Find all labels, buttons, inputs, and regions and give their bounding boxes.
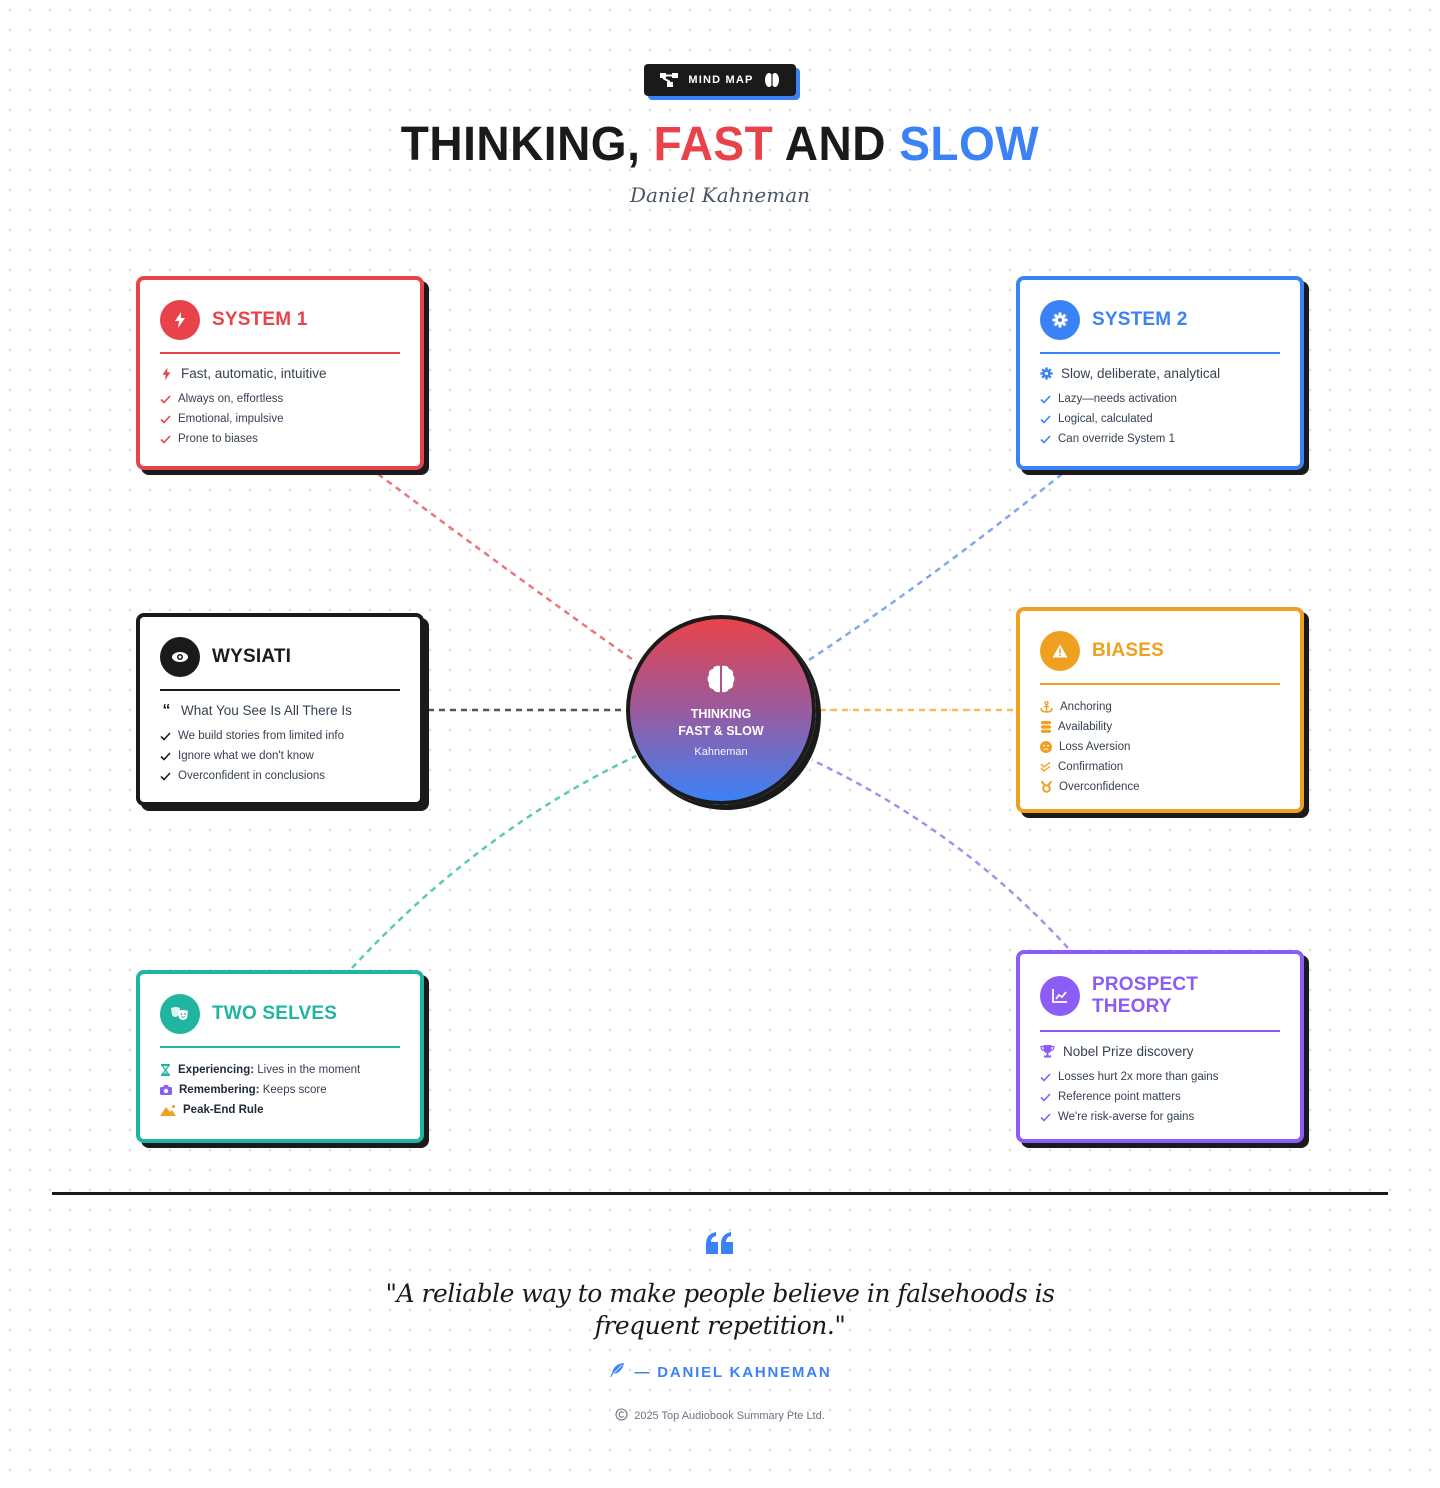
bolt-icon [160,367,173,381]
brain-icon [705,663,737,700]
list-item: Experiencing: Lives in the moment [160,1060,400,1080]
node-lead: Slow, deliberate, analytical [1061,366,1221,381]
database-icon [1040,721,1051,733]
node-lead: What You See Is All There Is [181,703,352,718]
list-item: Loss Aversion [1040,737,1280,757]
list-item: Reference point matters [1040,1087,1280,1107]
list-item: Peak-End Rule [160,1100,400,1120]
eye-icon [160,637,200,677]
medal-icon [1040,781,1052,793]
check-icon [160,414,171,424]
gear-icon [1040,300,1080,340]
featured-quote: "A reliable way to make people believe i… [385,1279,1055,1340]
check-icon [160,771,171,781]
masks-icon [160,994,200,1034]
double-check-icon [1040,761,1051,773]
node-title: TWO SELVES [212,1003,338,1024]
node-title: WYSIATI [212,646,292,667]
footer-copyright: 2025 Top Audiobook Summary Pte Ltd. [0,1408,1440,1424]
central-node: THINKING FAST & SLOW Kahneman [626,615,816,805]
title-and: AND [773,115,900,171]
copyright-icon [615,1408,628,1424]
list-item: Overconfident in conclusions [160,766,400,786]
section-divider [52,1192,1388,1195]
list-item: Always on, effortless [160,389,400,409]
title-slow: SLOW [899,115,1040,171]
check-icon [1040,414,1051,424]
node-lead: Fast, automatic, intuitive [181,366,327,381]
sad-face-icon [1040,741,1052,753]
list-item: We're risk-averse for gains [1040,1107,1280,1127]
check-icon [160,731,171,741]
mountain-icon [160,1104,176,1116]
list-item: Anchoring [1040,697,1280,717]
chart-line-icon [1040,976,1080,1016]
camera-icon [160,1085,172,1095]
list-item: Ignore what we don't know [160,746,400,766]
list-item: Availability [1040,717,1280,737]
check-icon [1040,1112,1051,1122]
quote-author-name: — DANIEL KAHNEMAN [634,1363,832,1381]
mind-map-badge: MIND MAP [644,64,796,96]
node-prospect-theory: PROSPECT THEORY Nobel Prize discovery Lo… [1016,950,1304,1143]
copyright-text: 2025 Top Audiobook Summary Pte Ltd. [634,1410,825,1422]
badge-label: MIND MAP [688,74,754,86]
check-icon [1040,1092,1051,1102]
node-system1: SYSTEM 1 Fast, automatic, intuitive Alwa… [136,276,424,470]
list-item: Prone to biases [160,429,400,449]
check-icon [1040,1072,1051,1082]
page-title: THINKING, FAST AND SLOW [0,115,1440,172]
quote-attribution: — DANIEL KAHNEMAN [0,1362,1440,1382]
node-title: SYSTEM 2 [1092,309,1188,330]
check-icon [1040,434,1051,444]
check-icon [160,394,171,404]
node-wysiati: WYSIATI “ What You See Is All There Is W… [136,613,424,806]
title-fast: FAST [653,115,774,171]
center-subtitle: Kahneman [694,745,748,758]
node-system2: SYSTEM 2 Slow, deliberate, analytical La… [1016,276,1304,470]
list-item: Lazy—needs activation [1040,389,1280,409]
node-two-selves: TWO SELVES Experiencing: Lives in the mo… [136,970,424,1143]
brain-icon [764,72,780,88]
list-item: Losses hurt 2x more than gains [1040,1067,1280,1087]
book-author: Daniel Kahneman [629,183,811,207]
quote-icon [0,1232,1440,1259]
trophy-icon [1040,1045,1055,1058]
warning-icon [1040,631,1080,671]
title-thinking: THINKING, [400,115,654,171]
list-item: Confirmation [1040,757,1280,777]
check-icon [1040,394,1051,404]
node-lead: Nobel Prize discovery [1063,1044,1194,1059]
bolt-icon [160,300,200,340]
node-title: BIASES [1092,640,1164,661]
feather-icon [609,1362,625,1382]
check-icon [160,751,171,761]
gear-icon [1040,367,1053,380]
list-item: Logical, calculated [1040,409,1280,429]
center-title-line1: THINKING [690,706,752,721]
node-biases: BIASES Anchoring Availability Loss Avers… [1016,607,1304,813]
sitemap-icon [660,73,679,87]
list-item: Emotional, impulsive [160,409,400,429]
list-item: Remembering: Keeps score [160,1080,400,1100]
node-title: SYSTEM 1 [212,309,308,330]
anchor-icon [1040,701,1053,713]
center-title-line2: FAST & SLOW [678,723,764,738]
check-icon [160,434,171,444]
list-item: We build stories from limited info [160,726,400,746]
node-title: PROSPECT THEORY [1092,974,1199,1017]
list-item: Can override System 1 [1040,429,1280,449]
quote-icon: “ [162,701,171,719]
list-item: Overconfidence [1040,777,1280,797]
hourglass-icon [160,1064,171,1076]
